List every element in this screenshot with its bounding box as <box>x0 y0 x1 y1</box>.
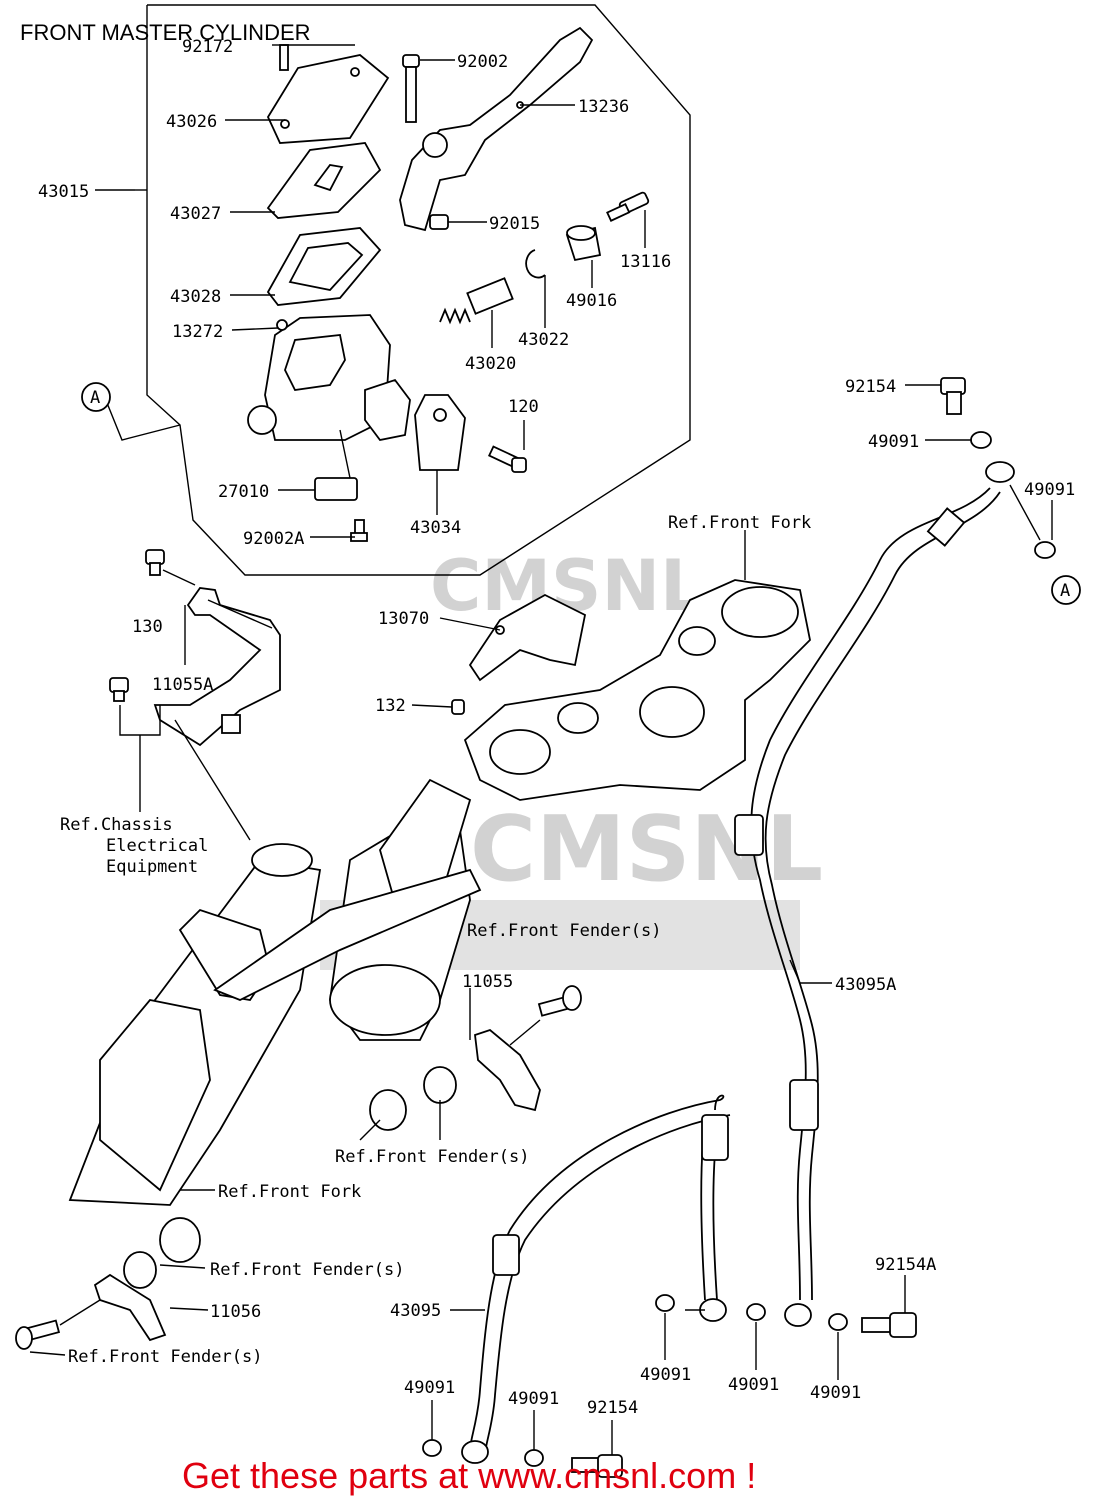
part-43027: 43027 <box>170 204 221 224</box>
screw-92002A <box>350 519 368 542</box>
pivot-bolt-92002 <box>402 54 420 123</box>
bolt-120 <box>488 445 527 473</box>
ref-chassis-line3: Equipment <box>106 857 198 877</box>
chassis-leader <box>119 705 161 736</box>
part-49091-e: 49091 <box>810 1383 861 1403</box>
switch-27010 <box>314 477 358 501</box>
part-49091-g: 49091 <box>508 1389 559 1409</box>
part-49091-d: 49091 <box>728 1375 779 1395</box>
part-43095A: 43095A <box>835 975 896 995</box>
screw-92172 <box>279 44 289 71</box>
banjo-group-bottom <box>422 1294 917 1478</box>
ref-front-fender-3: Ref.Front Fender(s) <box>210 1260 404 1280</box>
part-43028: 43028 <box>170 287 221 307</box>
lever <box>399 26 594 232</box>
reservoir-cap <box>266 54 390 144</box>
part-92015: 92015 <box>489 214 540 234</box>
page-title: FRONT MASTER CYLINDER <box>20 20 311 45</box>
promo-banner: Get these parts at www.cmsnl.com ! <box>182 1455 756 1496</box>
part-130: 130 <box>132 617 163 637</box>
adjuster-13116 <box>606 191 650 222</box>
ref-front-fork-bottom: Ref.Front Fork <box>218 1182 361 1202</box>
bolt-130 <box>145 549 165 576</box>
part-43020: 43020 <box>465 354 516 374</box>
part-92002A: 92002A <box>243 529 304 549</box>
part-43034: 43034 <box>410 518 461 538</box>
ref-front-fender-4: Ref.Front Fender(s) <box>68 1347 262 1367</box>
bolt-chassis <box>109 677 129 702</box>
part-49091-b: 49091 <box>1024 480 1075 500</box>
part-13236: 13236 <box>578 97 629 117</box>
ref-front-fork-top: Ref.Front Fork <box>668 513 811 533</box>
part-43022: 43022 <box>518 330 569 350</box>
part-43095: 43095 <box>390 1301 441 1321</box>
part-92172: 92172 <box>182 37 233 57</box>
part-49016: 49016 <box>566 291 617 311</box>
nut-92015 <box>429 214 449 230</box>
watermark-text-2: CMSNL <box>470 797 823 902</box>
connector-a-right <box>1051 575 1081 605</box>
connector-a-left-label: A <box>90 388 100 408</box>
assembly-outline <box>146 4 691 576</box>
bracket-11055A <box>153 587 281 747</box>
screw-13272 <box>276 319 288 331</box>
part-43015: 43015 <box>38 182 89 202</box>
clamp-43034 <box>414 394 466 471</box>
part-43026: 43026 <box>166 112 217 132</box>
circlip-43022 <box>525 249 546 279</box>
clamp-11055 <box>474 1028 541 1112</box>
part-11055: 11055 <box>462 972 513 992</box>
diaphragm <box>266 227 382 306</box>
part-11056: 11056 <box>210 1302 261 1322</box>
brake-hose-43095 <box>469 1094 731 1456</box>
part-92154-bottom: 92154 <box>587 1398 638 1418</box>
part-27010: 27010 <box>218 482 269 502</box>
banjo-bolt-92154-top <box>940 377 966 415</box>
diaphragm-plate <box>266 142 382 219</box>
right-fork-tube <box>213 778 482 1041</box>
part-49091-a: 49091 <box>868 432 919 452</box>
chassis-leader-3 <box>174 719 251 841</box>
part-13116: 13116 <box>620 252 671 272</box>
collar-top <box>369 1066 457 1131</box>
part-49091-f: 49091 <box>404 1378 455 1398</box>
collar-bottom <box>15 1217 201 1350</box>
part-49091-c: 49091 <box>640 1365 691 1385</box>
connector-a-right-label: A <box>1060 581 1070 601</box>
triple-clamp <box>463 579 811 801</box>
part-13272: 13272 <box>172 322 223 342</box>
master-cylinder-body <box>247 314 411 441</box>
part-13070: 13070 <box>378 609 429 629</box>
part-120: 120 <box>508 397 539 417</box>
part-132: 132 <box>375 696 406 716</box>
ref-front-fender-2: Ref.Front Fender(s) <box>335 1147 529 1167</box>
connector-a-left <box>81 382 111 412</box>
brake-hose-43095A <box>734 487 1001 1301</box>
part-92002: 92002 <box>457 52 508 72</box>
boot-49016 <box>565 225 602 262</box>
banjo-fitting-top <box>985 461 1015 483</box>
leader-lines <box>29 44 1053 1455</box>
part-92154A: 92154A <box>875 1255 936 1275</box>
piston-43020 <box>439 277 514 325</box>
left-fork-tube <box>68 843 322 1206</box>
connector-a-line-top <box>104 397 181 441</box>
ref-front-fender-1: Ref.Front Fender(s) <box>467 921 661 941</box>
fender-bolt-top <box>537 985 582 1017</box>
ref-chassis-line2: Electrical <box>106 836 208 856</box>
ref-chassis-line1: Ref.Chassis <box>60 815 173 835</box>
part-92154: 92154 <box>845 377 896 397</box>
part-11055A: 11055A <box>152 675 213 695</box>
